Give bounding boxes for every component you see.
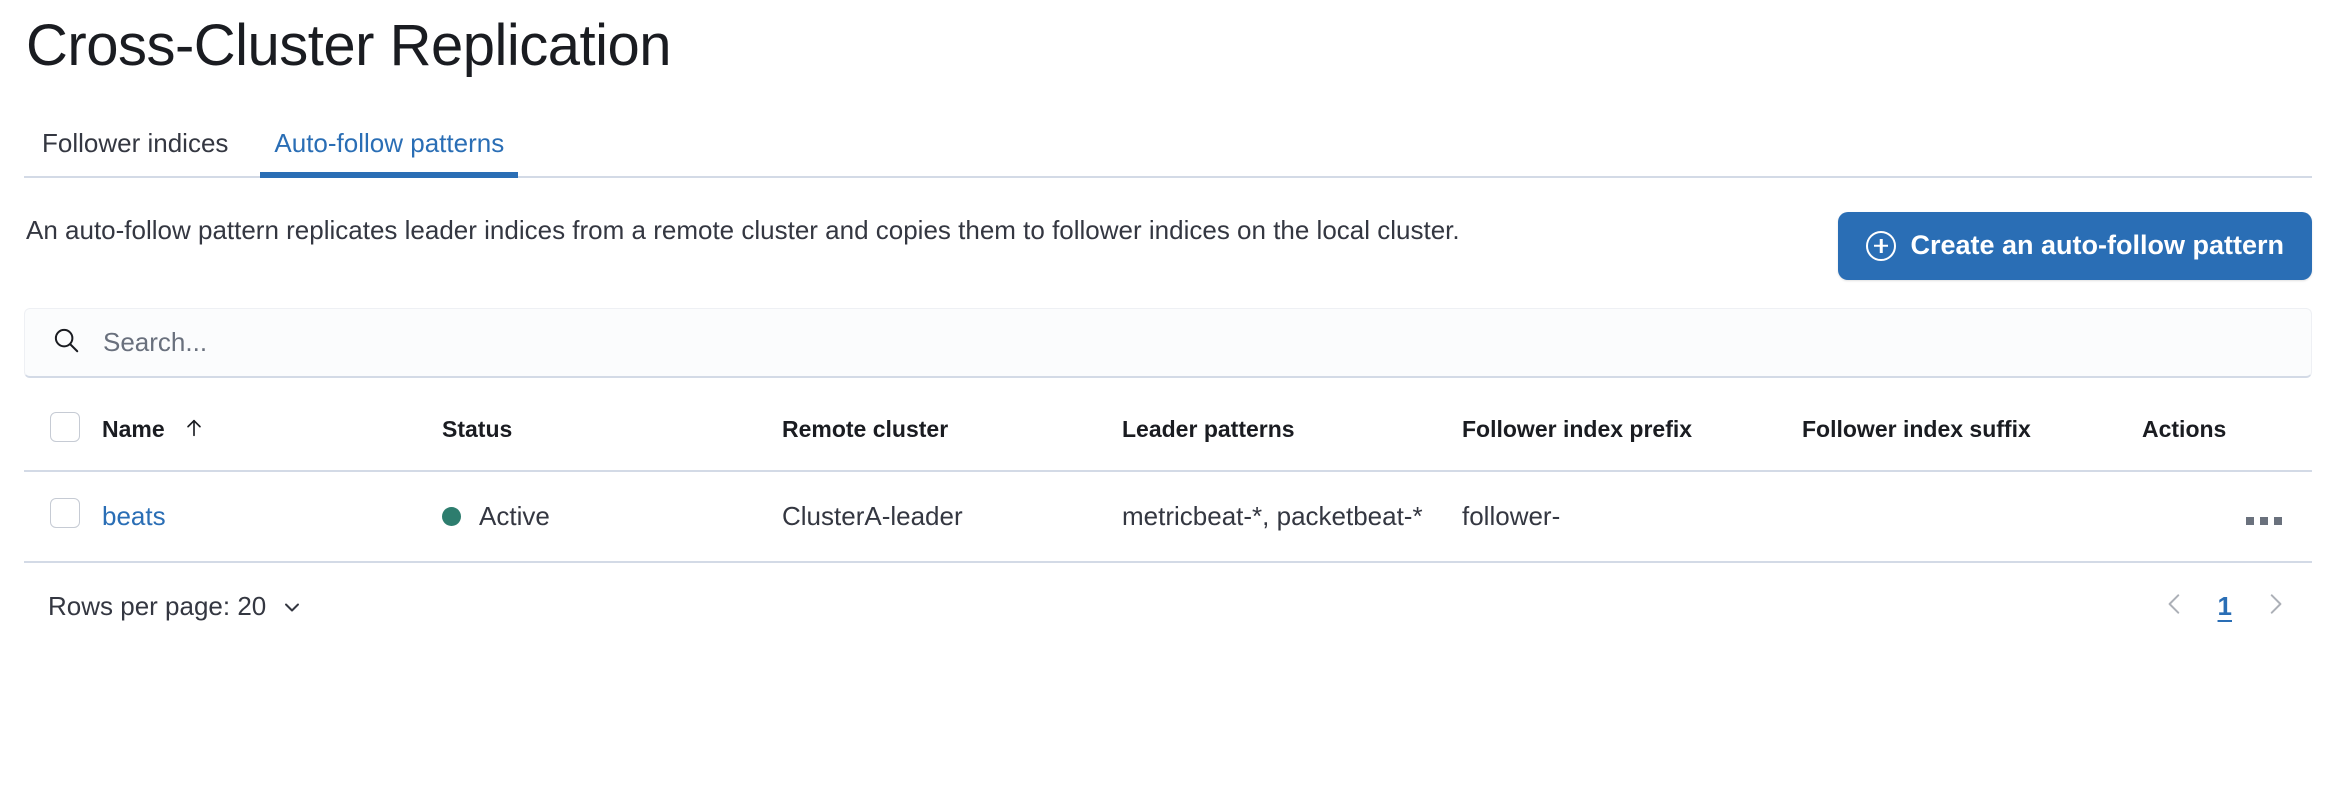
column-header-remote-cluster-label: Remote cluster — [782, 416, 949, 443]
row-select-checkbox[interactable] — [50, 498, 80, 529]
search-icon — [51, 325, 81, 360]
pagination: 1 — [2162, 591, 2302, 622]
column-header-leader-patterns-label: Leader patterns — [1122, 416, 1295, 443]
column-header-actions-label: Actions — [2142, 416, 2227, 443]
status-badge: Active — [442, 501, 782, 532]
select-all-checkbox[interactable] — [50, 411, 80, 442]
auto-follow-patterns-table: Name Status Remote cluster Leader patter… — [24, 411, 2312, 564]
description-row: An auto-follow pattern replicates leader… — [24, 210, 2312, 280]
tab-follower-indices[interactable]: Follower indices — [26, 130, 242, 176]
table-header: Name Status Remote cluster Leader patter… — [24, 411, 2312, 472]
column-header-status-label: Status — [442, 416, 513, 443]
column-header-follower-index-suffix-label: Follower index suffix — [1802, 416, 2031, 443]
cell-leader-patterns: metricbeat-*, packetbeat-* — [1122, 470, 1462, 564]
column-header-follower-index-suffix[interactable]: Follower index suffix — [1802, 411, 2142, 472]
cell-follower-index-prefix: follower- — [1462, 470, 1802, 564]
search-input[interactable] — [103, 326, 2285, 358]
tab-auto-follow-patterns[interactable]: Auto-follow patterns — [260, 130, 519, 178]
search-bar[interactable] — [24, 307, 2312, 378]
create-auto-follow-pattern-button[interactable]: Create an auto-follow pattern — [1838, 211, 2312, 280]
table-header-row: Name Status Remote cluster Leader patter… — [24, 411, 2312, 472]
chevron-left-icon[interactable] — [2162, 591, 2188, 622]
more-actions-icon[interactable] — [2242, 513, 2286, 529]
more-actions-dot-2 — [2260, 517, 2268, 526]
page-title: Cross-Cluster Replication — [26, 13, 672, 78]
leader-patterns-value: metricbeat-*, packetbeat-* — [1122, 500, 1423, 531]
table-row: beats Active ClusterA-leader metricbeat-… — [24, 470, 2312, 564]
description-text: An auto-follow pattern replicates leader… — [26, 214, 1460, 245]
plus-in-circle-icon — [1866, 230, 1897, 261]
more-actions-dot-1 — [2246, 517, 2254, 526]
rows-per-page-label: Rows per page: 20 — [48, 591, 267, 622]
tab-bar: Follower indices Auto-follow patterns — [24, 112, 2312, 178]
column-header-leader-patterns[interactable]: Leader patterns — [1122, 411, 1462, 472]
chevron-right-icon[interactable] — [2262, 591, 2288, 622]
column-header-name[interactable]: Name — [102, 411, 442, 472]
column-header-name-label: Name — [102, 416, 165, 443]
table-body: beats Active ClusterA-leader metricbeat-… — [24, 470, 2312, 564]
arrow-up-icon — [187, 420, 201, 437]
more-actions-dot-3 — [2274, 517, 2282, 526]
rows-per-page-selector[interactable]: Rows per page: 20 — [48, 591, 304, 622]
cell-status: Active — [442, 470, 782, 564]
cell-remote-cluster: ClusterA-leader — [782, 470, 1122, 564]
pagination-page-1[interactable]: 1 — [2217, 591, 2232, 622]
row-select-cell — [24, 470, 102, 564]
select-all-header — [24, 411, 102, 472]
column-header-follower-index-prefix[interactable]: Follower index prefix — [1462, 411, 1802, 472]
column-header-status[interactable]: Status — [442, 411, 782, 472]
status-label: Active — [479, 501, 550, 532]
column-header-actions: Actions — [2142, 411, 2312, 472]
column-header-follower-index-prefix-label: Follower index prefix — [1462, 416, 1693, 443]
auto-follow-pattern-link[interactable]: beats — [102, 501, 166, 532]
table-footer: Rows per page: 20 1 — [24, 591, 2312, 622]
cell-follower-index-suffix — [1802, 470, 2142, 564]
create-button-label: Create an auto-follow pattern — [1910, 230, 2284, 261]
column-header-remote-cluster[interactable]: Remote cluster — [782, 411, 1122, 472]
cell-actions — [2142, 470, 2312, 564]
status-dot-icon — [442, 507, 461, 527]
chevron-down-icon — [285, 603, 300, 612]
cell-name: beats — [102, 470, 442, 564]
